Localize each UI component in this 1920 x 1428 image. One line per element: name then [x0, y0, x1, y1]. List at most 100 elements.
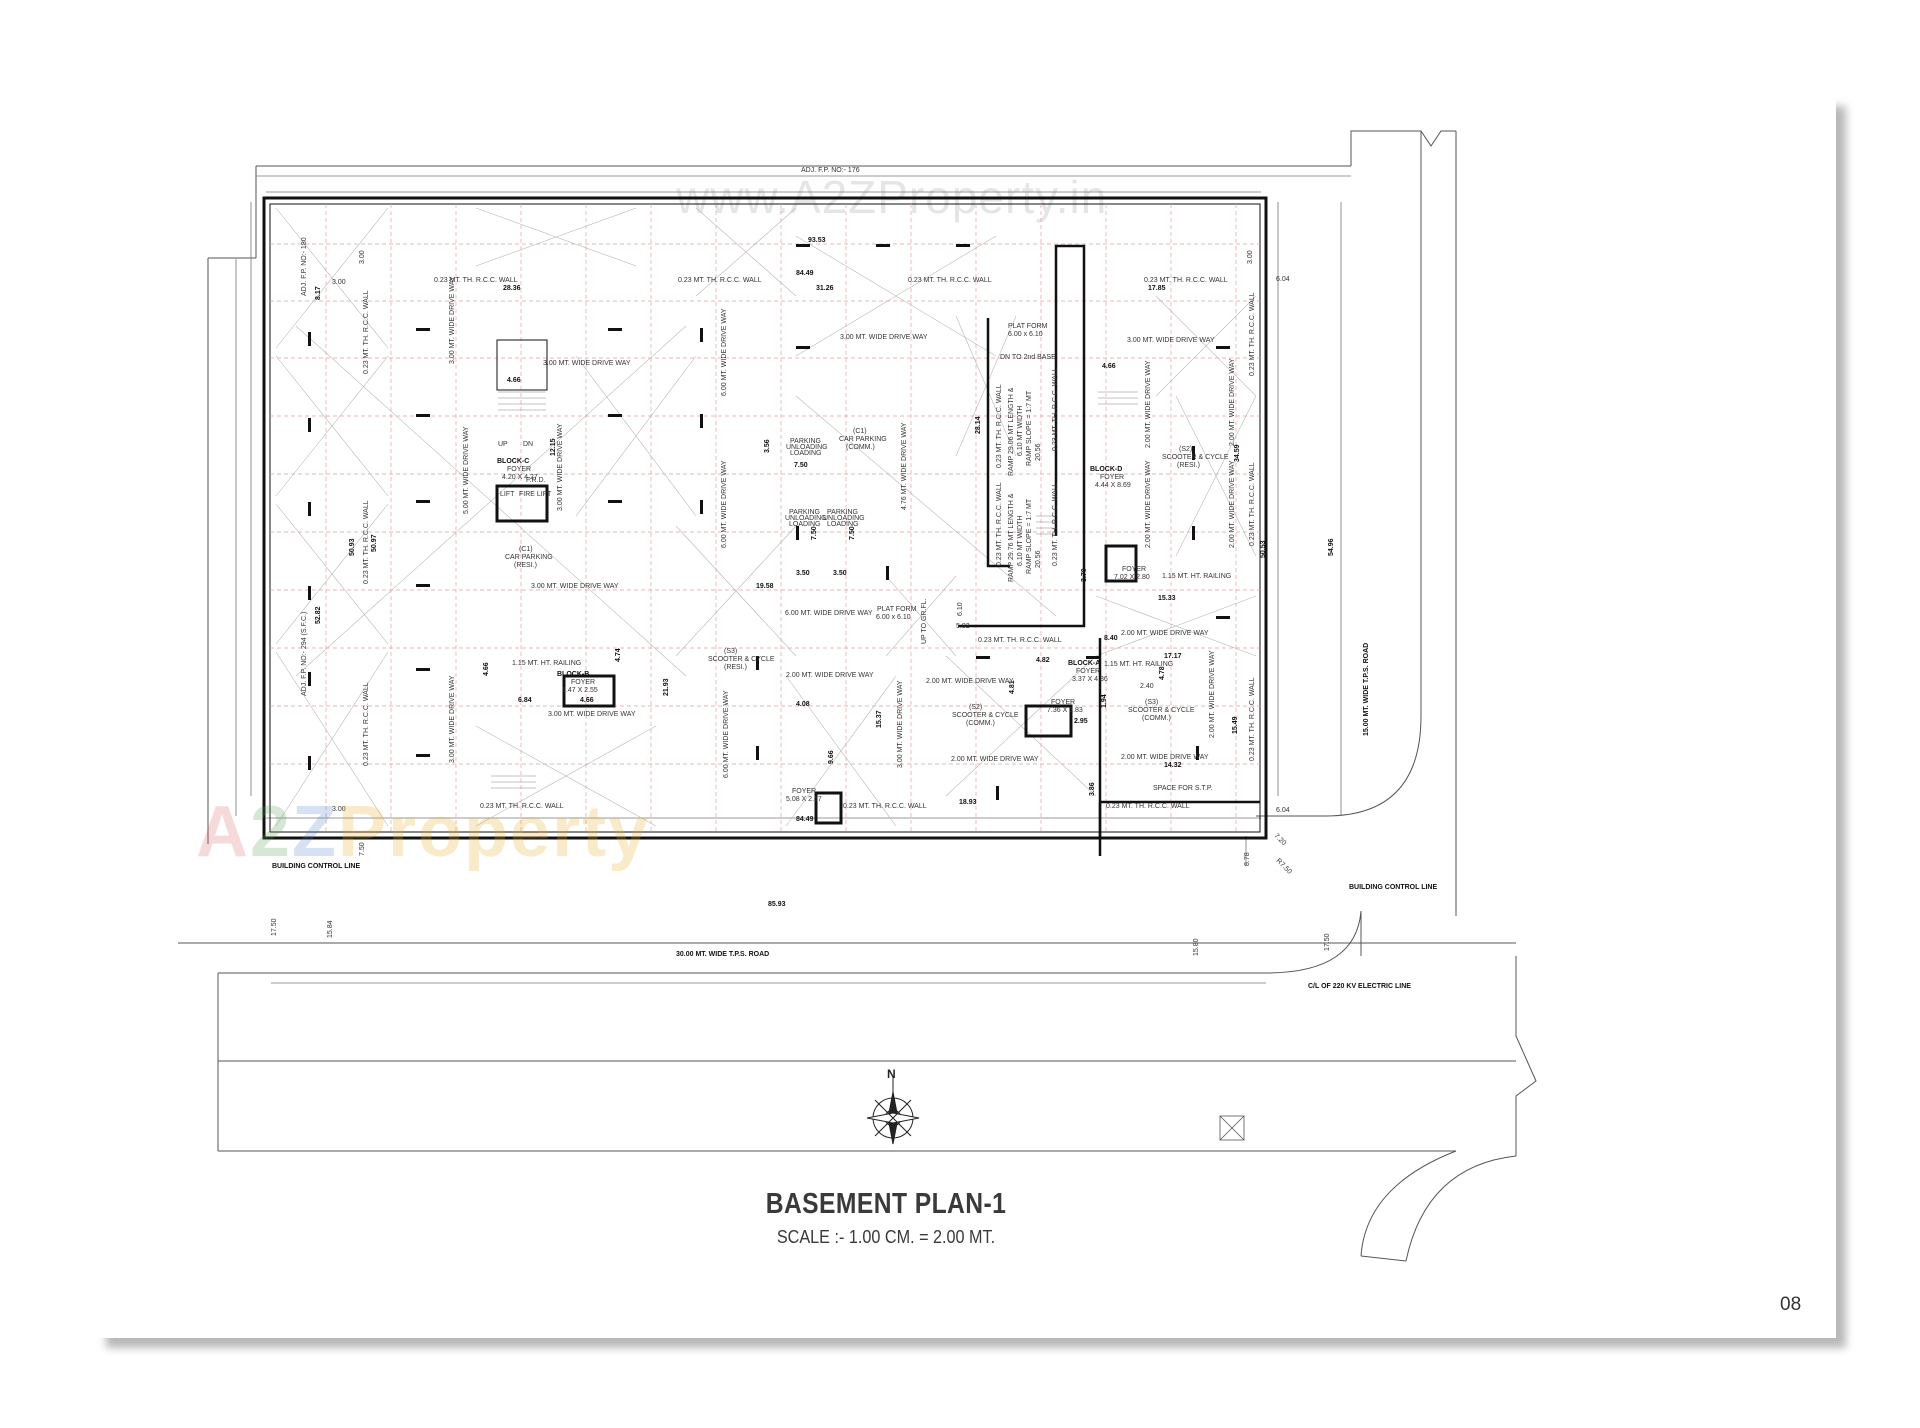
- label-block-d-foyer-dim: 4.44 X 8.69: [1095, 482, 1131, 489]
- label-pu-2: PARKING: [789, 509, 820, 516]
- dim-4-08: 4.08: [796, 701, 810, 708]
- dim-4-66-b: 4.66: [1102, 363, 1116, 370]
- drawing-scale: SCALE :- 1.00 CM. = 2.00 MT.: [776, 1227, 996, 1247]
- label-drive-2-lower: 2.00 MT. WIDE DRIVE WAY: [926, 678, 1014, 685]
- label-pu-3c: LOADING: [827, 521, 859, 528]
- dim-4-82: 4.82: [1036, 657, 1050, 664]
- columns: [308, 244, 1230, 800]
- label-ramp-1b: 6.10 MT WIDTH: [1017, 406, 1024, 456]
- label-pu-3b: UNLOADING: [823, 515, 865, 522]
- label-wall-mid: 0.23 MT. TH. R.C.C. WALL: [978, 637, 1062, 644]
- label-ramp-dim-2: 20.56: [1035, 550, 1042, 568]
- dim-17-17: 17.17: [1164, 653, 1182, 660]
- label-ht-railing: 1.15 MT. HT. RAILING: [1162, 573, 1231, 580]
- watermark-logo-property: Property: [338, 792, 651, 872]
- label-ramp-1c: RAMP SLOPE = 1:7 MT: [1026, 390, 1033, 466]
- label-wall-top-3: 0.23 MT. TH. R.C.C. WALL: [908, 277, 992, 284]
- dim-7-50-a: 7.50: [794, 462, 808, 469]
- label-block-a-foyer2: FOYER: [1051, 699, 1075, 706]
- label-drive-5-left: 5.00 MT. WIDE DRIVE WAY: [463, 426, 470, 514]
- dim-top-inner: 84.49: [796, 270, 814, 277]
- label-pu-2b: UNLOADING: [785, 515, 827, 522]
- label-block-b-foyer-dim: 6.47 X 2.55: [562, 687, 598, 694]
- dim-19-58: 19.58: [756, 583, 774, 590]
- dim-50-53: 50.53: [1260, 540, 1267, 558]
- label-drive-2-right-v5: 2.00 MT. WIDE DRIVE WAY: [1209, 650, 1216, 738]
- label-bcl-left: BUILDING CONTROL LINE: [272, 863, 360, 870]
- label-wall-top-1: 0.23 MT. TH. R.C.C. WALL: [434, 277, 518, 284]
- page-number: 08: [1780, 1294, 1802, 1315]
- label-s3-mid-3: (RESI.): [724, 664, 747, 671]
- label-drive-3-top-right: 3.00 MT. WIDE DRIVE WAY: [1127, 337, 1215, 344]
- dim-4-81: 4.81: [1009, 680, 1016, 694]
- dim-14-32: 14.32: [1164, 762, 1182, 769]
- label-block-b-foyer: FOYER: [571, 679, 595, 686]
- watermark-logo: A2ZProperty: [196, 791, 650, 873]
- label-platform-top: PLAT FORM: [1008, 323, 1048, 330]
- label-wall-right-3: 0.23 MT. TH. R.C.C. WALL: [1249, 677, 1256, 761]
- label-wall-ramp-1: 0.23 MT. TH. R.C.C. WALL: [996, 384, 1003, 468]
- dim-3-70: 3.70: [1081, 568, 1088, 582]
- label-s3-mid: (S3): [724, 648, 737, 655]
- label-drive-6-h: 6.00 MT. WIDE DRIVE WAY: [785, 610, 873, 617]
- dim-4-66-a: 4.66: [507, 377, 521, 384]
- label-drive-2-right-v1: 2.00 MT. WIDE DRIVE WAY: [1145, 360, 1152, 448]
- label-c1-left: (C1): [519, 546, 533, 553]
- label-c1-mid: (C1): [853, 428, 867, 435]
- north-label-layer: N: [887, 1067, 896, 1081]
- label-block-d: BLOCK-D: [1090, 466, 1122, 473]
- dim-bottom-inner: 84.49: [796, 816, 814, 823]
- dim-15-84: 15.84: [327, 920, 334, 938]
- label-drive-2-right-h2: 2.00 MT. WIDE DRIVE WAY: [1121, 754, 1209, 761]
- label-block-d-foyer2-dim: 7.02 X 2.80: [1114, 574, 1150, 581]
- dim-50-93: 50.93: [349, 538, 356, 556]
- label-wall-right-1: 0.23 MT. TH. R.C.C. WALL: [1249, 292, 1256, 376]
- label-drive-3-mid-left: 3.00 MT. WIDE DRIVE WAY: [531, 583, 619, 590]
- label-wall-bottom-1: 0.23 MT. TH. R.C.C. WALL: [480, 803, 564, 810]
- label-drive-2-bottom: 2.00 MT. WIDE DRIVE WAY: [951, 756, 1039, 763]
- dim-17-50-right: 17.50: [1324, 933, 1331, 951]
- label-wall-bottom-2: 0.23 MT. TH. R.C.C. WALL: [843, 803, 927, 810]
- dim-8-17: 8.17: [315, 286, 322, 300]
- label-block-c: BLOCK-C: [497, 458, 529, 465]
- dim-15-49: 15.49: [1232, 716, 1239, 734]
- dim-31-26: 31.26: [816, 285, 834, 292]
- dim-28-36: 28.36: [503, 285, 521, 292]
- dim-28-14: 28.14: [975, 416, 982, 434]
- label-drive-3-top-mid: 3.00 MT. WIDE DRIVE WAY: [840, 334, 928, 341]
- label-up: UP: [498, 441, 508, 448]
- label-block-c-foyer-dim: 4.20 X 4.27: [502, 474, 538, 481]
- drawing-title: BASEMENT PLAN-1: [765, 1188, 1007, 1220]
- dim-6-04-top: 6.04: [1276, 276, 1290, 283]
- label-dn: DN: [523, 441, 533, 448]
- dim-52-82: 52.82: [315, 606, 322, 624]
- parking-bays: [275, 207, 1257, 827]
- label-drive-2-right-v4: 2.00 MT. WIDE DRIVE WAY: [1229, 460, 1236, 548]
- label-ht-railing-3: 1.15 MT. HT. RAILING: [1104, 661, 1173, 668]
- label-adj-top: ADJ. F.P. NO:- 176: [801, 167, 860, 174]
- label-wall-top-4: 0.23 MT. TH. R.C.C. WALL: [1144, 277, 1228, 284]
- label-s3-right: (S3): [1145, 699, 1158, 706]
- label-block-d-foyer: FOYER: [1100, 474, 1124, 481]
- label-fire-lift: FIRE LIFT: [519, 491, 552, 498]
- label-s2-center: (S2): [969, 704, 982, 711]
- dim-3-50-b: 3.50: [833, 570, 847, 577]
- label-s2-tr-3: (RESI.): [1177, 462, 1200, 469]
- dim-3-86: 3.86: [1089, 782, 1096, 796]
- label-drive-4-76: 4.76 MT. WIDE DRIVE WAY: [901, 422, 908, 510]
- dim-road-length: 85.93: [768, 901, 786, 908]
- dim-21-93: 21.93: [663, 678, 670, 696]
- label-block-b: BLOCK-B: [557, 671, 589, 678]
- dim-5-92: 5.92: [956, 623, 970, 630]
- area-labels: 0.23 MT. TH. R.C.C. WALL 0.23 MT. TH. R.…: [363, 276, 1256, 810]
- dim-54-96: 54.96: [1328, 538, 1335, 556]
- label-drive-6-v1: 6.00 MT. WIDE DRIVE WAY: [721, 308, 728, 396]
- dim-4-66-c: 4.66: [580, 697, 594, 704]
- dim-6-04-bottom: 6.04: [1276, 807, 1290, 814]
- label-foyer-bottom: FOYER: [792, 788, 816, 795]
- dim-3-56: 3.56: [764, 439, 771, 453]
- dim-6-84: 6.84: [518, 697, 532, 704]
- label-wall-ramp-4: 0.23 MT. TH. R.C.C. WALL: [1052, 482, 1059, 566]
- label-ramp-2b: 6.10 MT WIDTH: [1017, 516, 1024, 566]
- north-arrow-icon: [866, 1076, 920, 1145]
